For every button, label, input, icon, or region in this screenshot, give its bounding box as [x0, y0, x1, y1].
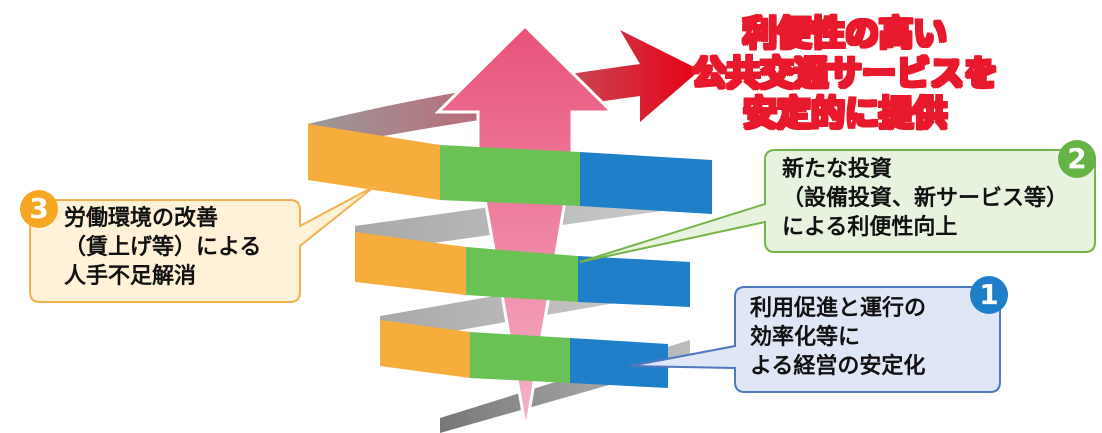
- headline: 利便性の高い 公共交通サービスを 安定的に提供: [660, 13, 1030, 135]
- tier-low-green: [470, 332, 570, 383]
- central-up-arrow: [434, 23, 616, 431]
- callout-3-line-1: 労働環境の改善: [64, 206, 219, 231]
- ribbon-tier-middle: [355, 232, 690, 307]
- tier-mid-green: [466, 247, 578, 302]
- tier-top-orange: [308, 124, 440, 200]
- badge-2: 2: [1058, 140, 1096, 178]
- headline-line-1: 利便性の高い: [742, 13, 948, 55]
- callout-1-line-2: 効率化等に: [750, 325, 861, 350]
- badge-1: 1: [970, 276, 1008, 314]
- callout-3-line-2: （賃上げ等）による: [64, 235, 262, 260]
- ribbon-tier-lower: [380, 320, 668, 388]
- tier-low-blue: [570, 338, 668, 388]
- ribbon-tier-top: [308, 124, 712, 214]
- tier-low-orange: [380, 320, 470, 378]
- headline-line-3: 安定的に提供: [742, 93, 948, 135]
- callout-1-line-1: 利用促進と運行の: [750, 296, 927, 321]
- callout-2-line-1: 新たな投資: [782, 157, 893, 182]
- tier-mid-orange: [355, 232, 466, 295]
- tier-mid-blue: [578, 256, 690, 307]
- callout-2-line-2: （設備投資、新サービス等）: [782, 186, 1069, 211]
- callout-2-line-3: による利便性向上: [782, 215, 958, 240]
- callout-2-text: 新たな投資 （設備投資、新サービス等） による利便性向上: [782, 155, 1068, 242]
- callout-1-text: 利用促進と運行の 効率化等に よる経営の安定化: [750, 294, 926, 381]
- tier-top-green: [440, 145, 580, 206]
- callout-3-line-3: 人手不足解消: [64, 264, 197, 289]
- callout-3-text: 労働環境の改善 （賃上げ等）による 人手不足解消: [64, 204, 261, 291]
- headline-line-2: 公共交通サービスを: [691, 53, 999, 95]
- badge-3: 3: [20, 190, 58, 228]
- tier-top-blue: [580, 152, 712, 214]
- callout-1-line-3: よる経営の安定化: [750, 354, 926, 379]
